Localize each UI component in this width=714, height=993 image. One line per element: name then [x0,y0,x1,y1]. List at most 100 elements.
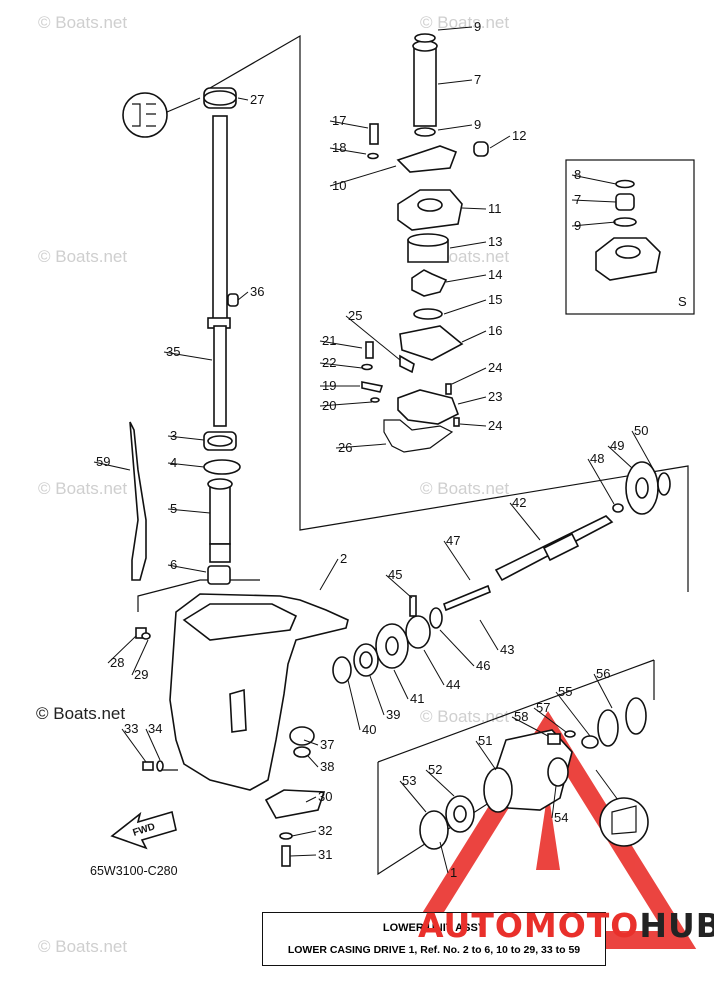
callout-leader [587,458,615,505]
callout-leader [319,362,363,369]
callout-21: 21 [322,333,336,348]
watermark: © Boats.net [38,479,127,498]
shift-rod [129,421,147,581]
callout-leader [533,707,567,733]
watermark: © Boats.net [38,13,127,32]
callout-leader [167,508,211,514]
callout-leader [385,574,413,599]
callout-leader [437,124,473,131]
callout-leader [437,26,473,31]
callout-leader [335,443,387,449]
callout-leader [439,629,475,667]
callout-47: 47 [446,533,460,548]
drive-shaft [203,87,239,427]
title-box: LOWER UNIT ASSY LOWER CASING DRIVE 1, Re… [262,912,606,966]
callout-leader [307,755,319,768]
watermark-main: © Boats.net [36,704,126,723]
callout-52: 52 [428,762,442,777]
callout-2: 2 [340,551,347,566]
prop-shaft-assembly [135,461,671,867]
callout-leader [305,796,317,803]
callout-leader [593,673,613,709]
watermark: © Boats.net [38,937,127,956]
callout-leader [509,502,541,541]
callout-17: 17 [332,113,346,128]
callout-35: 35 [166,344,180,359]
callout-44: 44 [446,677,460,692]
callout-leader [93,461,131,471]
callout-9: 9 [574,218,581,233]
callout-leader [329,120,369,129]
callout-leader [571,221,617,227]
callout-leader [399,780,427,813]
callout-8: 8 [574,167,581,182]
callout-24: 24 [488,360,502,375]
callout-leader [475,740,497,771]
callout-leader [291,830,317,837]
callout-leader [329,147,367,155]
callout-23: 23 [488,389,502,404]
callout-41: 41 [410,691,424,706]
callout-50: 50 [634,423,648,438]
callout-33: 33 [124,721,138,736]
callout-51: 51 [478,733,492,748]
callout-leader [457,396,487,405]
callout-leader [167,564,207,573]
callout-leader [479,619,499,651]
callout-leader [347,679,361,731]
callout-46: 46 [476,658,490,673]
callout-leader [449,241,487,249]
callout-leader [319,401,373,407]
callout-57: 57 [536,700,550,715]
callout-leader [551,785,557,819]
callout-40: 40 [362,722,376,737]
callout-leader [439,841,449,874]
callout-leader [607,445,633,469]
callout-30: 30 [318,789,332,804]
callout-leader [107,635,137,664]
title-line-2: LOWER CASING DRIVE 1, Ref. No. 2 to 6, 1… [287,944,581,956]
callout-22: 22 [322,355,336,370]
callout-24: 24 [488,418,502,433]
callout-leader [289,854,317,857]
callout-leader [345,315,401,361]
callout-leader [319,558,339,591]
callout-leader [443,299,487,315]
callout-1: 1 [450,865,457,880]
callout-27: 27 [250,92,264,107]
callout-leader [571,174,617,185]
callout-5: 5 [170,501,177,516]
assembly-frame: S [137,34,695,876]
callout-54: 54 [554,810,568,825]
callout-49: 49 [610,438,624,453]
callout-59: 59 [96,454,110,469]
callout-leader [131,639,149,676]
brand-part-2: HUB [639,906,714,945]
title-line-1: LOWER UNIT ASSY [382,922,486,934]
callout-28: 28 [110,655,124,670]
callout-leader [329,165,397,187]
callout-36: 36 [250,284,264,299]
callout-10: 10 [332,178,346,193]
callout-7: 7 [474,72,481,87]
callout-39: 39 [386,707,400,722]
callout-15: 15 [488,292,502,307]
callout-leader [237,291,249,301]
callout-43: 43 [500,642,514,657]
callout-12: 12 [512,128,526,143]
water-pump [361,33,489,453]
seal-detail [122,92,201,138]
callout-38: 38 [320,759,334,774]
callout-42: 42 [512,495,526,510]
callout-48: 48 [590,451,604,466]
set-label: S [678,294,687,309]
callout-leader [303,739,319,746]
callout-6: 6 [170,557,177,572]
callout-25: 25 [348,308,362,323]
callout-18: 18 [332,140,346,155]
callout-leader [145,728,161,761]
callout-leader [445,274,487,283]
callout-leader [319,340,363,349]
